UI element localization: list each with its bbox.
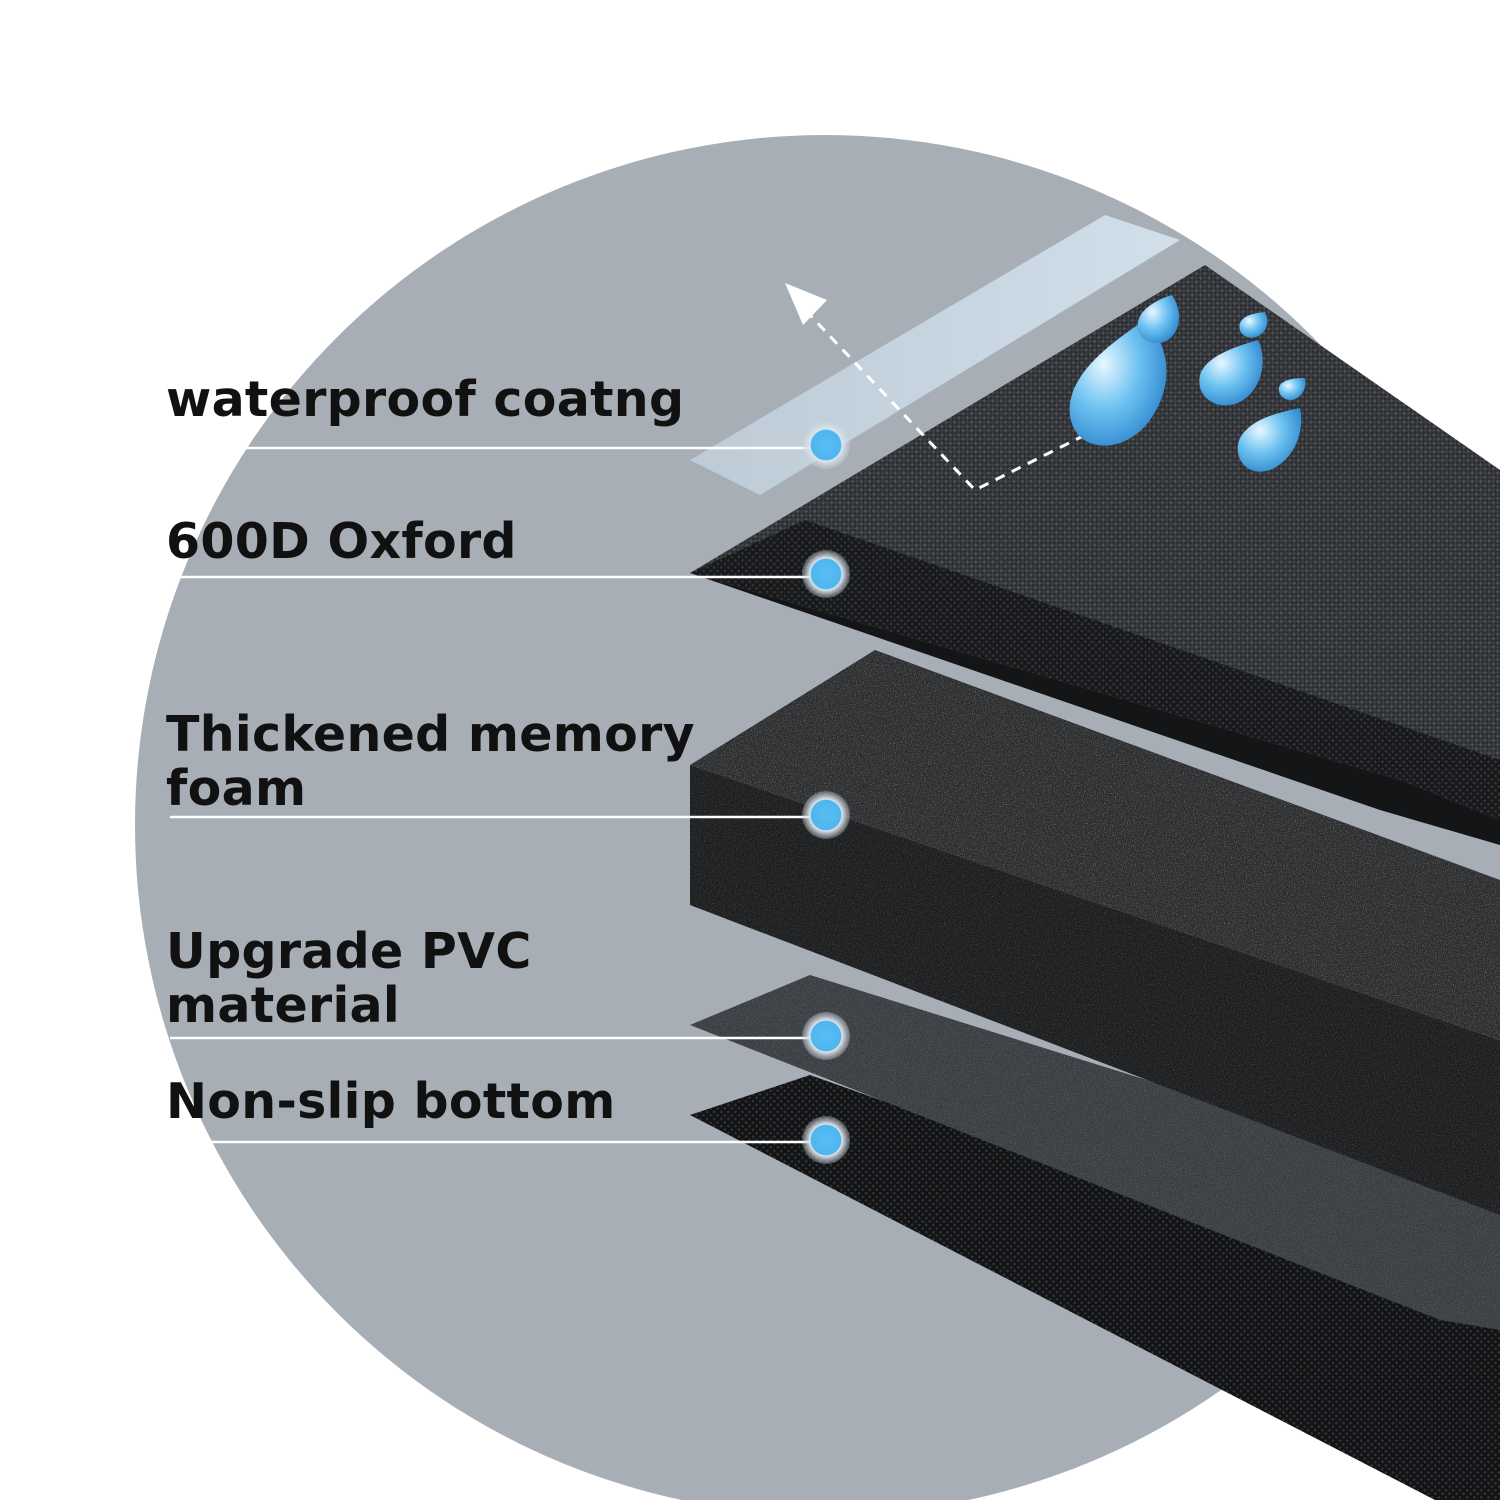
leader-lines (170, 446, 826, 1144)
label-line: Thickened memory (166, 706, 695, 763)
label-line: Non-slip bottom (166, 1073, 616, 1130)
marker-dot-oxford (802, 550, 850, 598)
label-line: 600D Oxford (166, 513, 517, 570)
label-non-slip-bottom: Non-slip bottom (166, 1075, 616, 1129)
label-pvc-material: Upgrade PVC material (166, 925, 532, 1033)
label-line: Upgrade PVC (166, 923, 532, 980)
marker-dot-foam (802, 791, 850, 839)
label-line: material (166, 977, 401, 1034)
water-drop-icon (1069, 295, 1306, 472)
marker-dot-pvc (802, 1012, 850, 1060)
marker-dot-bottom (802, 1116, 850, 1164)
waterproof-film (690, 215, 1180, 495)
pvc-layer (690, 975, 1500, 1330)
label-600d-oxford: 600D Oxford (166, 515, 517, 569)
oxford-layer (690, 265, 1500, 845)
dashed-arrow-icon (785, 283, 1086, 492)
non-slip-bottom-layer (690, 1075, 1500, 1500)
foam-layer (690, 650, 1500, 1215)
label-memory-foam: Thickened memory foam (166, 708, 695, 816)
marker-dot-waterproof (802, 421, 850, 469)
markers (802, 421, 850, 1164)
label-waterproof-coating: waterproof coatng (166, 373, 684, 427)
label-line: waterproof coatng (166, 371, 685, 428)
label-line: foam (166, 760, 307, 817)
